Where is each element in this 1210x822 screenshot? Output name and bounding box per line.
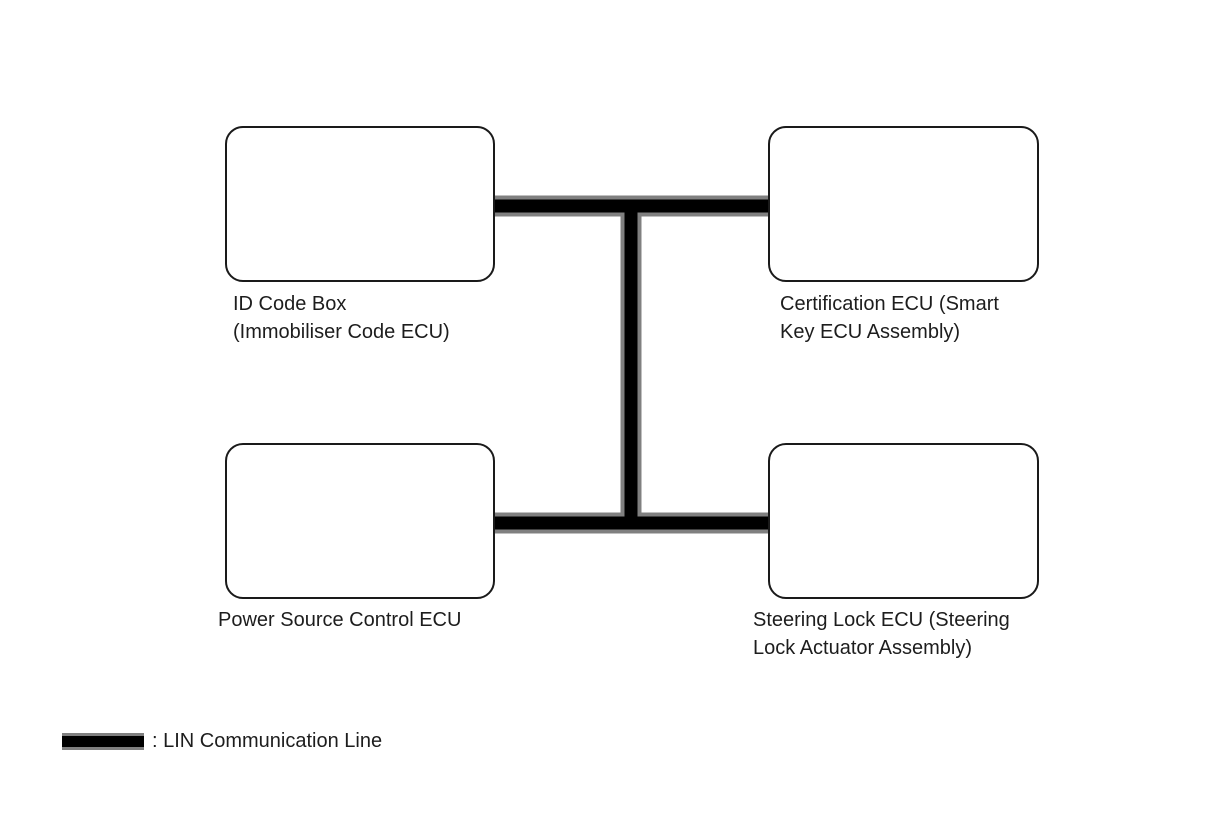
lin-line-core bbox=[491, 199, 771, 530]
node-box-power-source-control-ecu bbox=[225, 443, 495, 599]
node-label-line: Certification ECU (Smart bbox=[780, 293, 999, 315]
node-label-steering-lock-ecu: Steering Lock ECU (Steering Lock Actuato… bbox=[753, 606, 1010, 662]
node-label-line: Power Source Control ECU bbox=[218, 609, 462, 631]
node-label-power-source-control-ecu: Power Source Control ECU bbox=[218, 606, 461, 634]
node-label-line: ID Code Box bbox=[233, 293, 347, 315]
node-label-id-code-box: ID Code Box (Immobiliser Code ECU) bbox=[233, 290, 450, 346]
node-label-line: Lock Actuator Assembly) bbox=[753, 637, 972, 659]
node-label-line: (Immobiliser Code ECU) bbox=[233, 321, 450, 343]
legend-label: : LIN Communication Line bbox=[152, 730, 383, 752]
node-box-certification-ecu bbox=[768, 126, 1039, 282]
node-label-line: Key ECU Assembly) bbox=[780, 321, 961, 343]
legend: : LIN Communication Line bbox=[62, 731, 382, 751]
node-label-certification-ecu: Certification ECU (Smart Key ECU Assembl… bbox=[780, 290, 999, 346]
node-label-line: Steering Lock ECU (Steering bbox=[753, 609, 1010, 631]
node-box-steering-lock-ecu bbox=[768, 443, 1039, 599]
lin-line-swatch-icon bbox=[62, 732, 144, 750]
node-box-id-code-box bbox=[225, 126, 495, 282]
